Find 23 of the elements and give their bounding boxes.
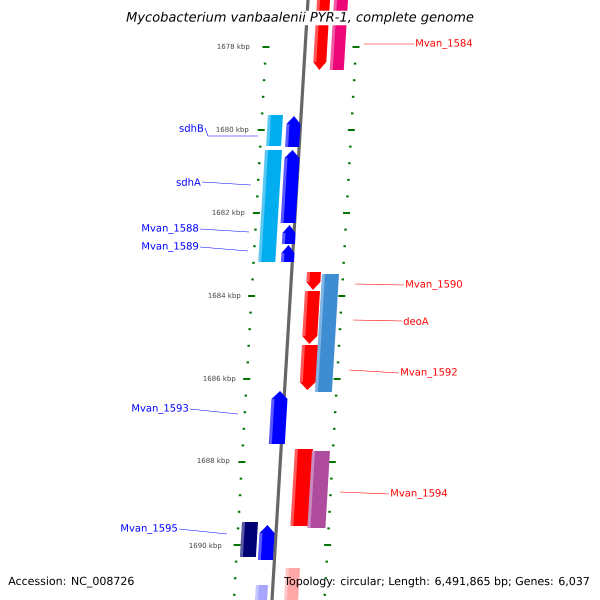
gene-label: Mvan_1592 <box>401 368 457 378</box>
gene-label: Mvan_1584 <box>416 39 472 49</box>
leader-line <box>354 284 404 286</box>
leader-line <box>202 182 252 186</box>
gene-label: sdhA <box>176 178 201 186</box>
leader-line <box>204 128 258 136</box>
accession-text: Accession: NC_008726 <box>8 576 134 588</box>
gene-label: Mvan_1593 <box>132 404 188 414</box>
leader-line <box>352 320 402 322</box>
gene-label: Mvan_1588 <box>142 224 198 234</box>
gene-label: Mvan_1594 <box>391 489 448 499</box>
genome-info-text: Topology: circular; Length: 6,491,865 bp; Genes: 6,037 <box>284 576 589 588</box>
leader-line <box>200 228 250 232</box>
gene-label: Mvan_1595 <box>121 524 177 534</box>
leader-line <box>178 528 228 534</box>
gene-label: deoA <box>404 317 429 325</box>
gene-label: sdhB <box>180 124 204 132</box>
leader-line <box>190 408 238 414</box>
gene-label: Mvan_1589 <box>142 242 198 252</box>
gene-label: Mvan_1590 <box>406 280 462 290</box>
leader-line <box>200 246 248 252</box>
leader-line <box>340 492 390 494</box>
leader-line <box>348 370 400 374</box>
